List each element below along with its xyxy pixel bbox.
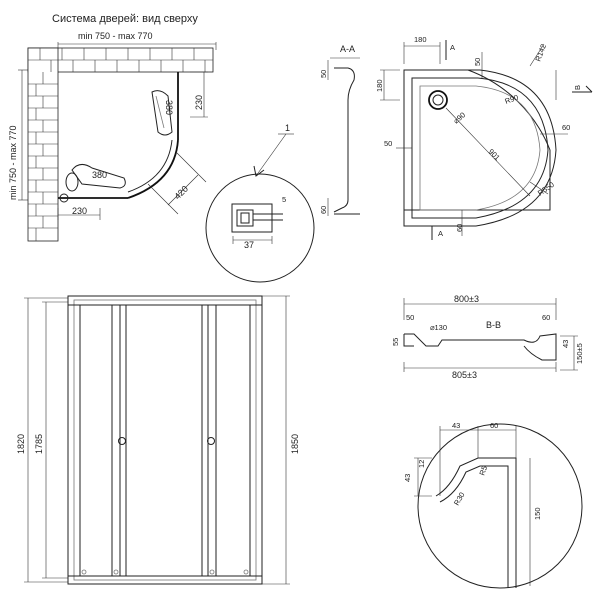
plan-depth-range: min 750 - max 770 xyxy=(8,125,18,200)
bb-dim-55: 55 xyxy=(391,338,400,346)
tray-dim-180: 180 xyxy=(414,35,427,44)
tray-mark-a-bottom: A xyxy=(438,229,443,238)
front-dim-1785: 1785 xyxy=(34,434,44,454)
tray-dim-60-right: 60 xyxy=(562,123,570,132)
tray-dim-50-left: 50 xyxy=(384,139,392,148)
detail-dim-60: 60 xyxy=(490,421,498,430)
dim-380-bottom: 380 xyxy=(92,170,107,180)
edge-detail: 43 60 12 43 R5 R30 150 xyxy=(403,421,583,589)
tray-mark-b: B xyxy=(573,85,582,90)
tray-dim-901: 901 xyxy=(487,147,502,162)
dim-420: 420 xyxy=(172,184,190,202)
tray-r550: R550 xyxy=(536,180,556,198)
aa-dim-60: 60 xyxy=(319,206,328,214)
front-frame xyxy=(67,295,263,585)
drain xyxy=(428,90,448,110)
tray-d90: ⌀90 xyxy=(452,110,468,125)
bb-dim-50: 50 xyxy=(406,313,414,322)
tray-mark-a-top: A xyxy=(450,43,455,52)
bb-label: B-B xyxy=(486,320,501,330)
bb-dim-43: 43 xyxy=(561,340,570,348)
bb-hole: ⌀130 xyxy=(430,323,447,332)
tray-dim-50-top: 50 xyxy=(473,58,482,66)
plan-width-range: min 750 - max 770 xyxy=(78,31,153,41)
front-dim-1820: 1820 xyxy=(16,434,26,454)
section-b-b: 800±3 B-B 50 60 ⌀130 55 43 150±5 805±3 xyxy=(391,294,584,380)
dim-230-top: 230 xyxy=(194,95,204,110)
brick-wall xyxy=(27,47,214,242)
detail-dim-37: 37 xyxy=(244,240,254,250)
detail-dim-12: 12 xyxy=(417,460,426,468)
detail-r30: R30 xyxy=(452,491,467,507)
profile-detail: 37 5 xyxy=(205,173,315,283)
dim-380-top: 380 xyxy=(164,100,174,115)
detail-r5: R5 xyxy=(477,465,489,477)
aa-dim-50: 50 xyxy=(319,70,328,78)
plan-title: Система дверей: вид сверху xyxy=(52,13,198,25)
bb-dim-150: 150±5 xyxy=(575,343,584,364)
front-handle-right xyxy=(207,437,215,445)
front-handle-left xyxy=(118,437,126,445)
detail-dim-150: 150 xyxy=(533,507,542,520)
detail-dim-43-left: 43 xyxy=(403,474,412,482)
tray-r142: R142 xyxy=(533,43,548,63)
front-view: 1820 1785 1850 xyxy=(16,295,300,585)
section-a-a: A-A 50 60 xyxy=(319,44,360,216)
tray-dim-60-bottom: 60 xyxy=(455,224,464,232)
bb-dim-60: 60 xyxy=(542,313,550,322)
door-handle-upper xyxy=(151,90,173,136)
door-arc xyxy=(127,139,179,199)
detail-dim-43-top: 43 xyxy=(452,421,460,430)
tray-dim-180-left: 180 xyxy=(375,79,384,92)
front-dim-1850: 1850 xyxy=(290,434,300,454)
dim-230-bottom: 230 xyxy=(72,206,87,216)
section-aa-label: A-A xyxy=(340,44,355,54)
plan-view: Система дверей: вид сверху min 750 - max… xyxy=(8,13,294,242)
tray-r90: R90 xyxy=(504,93,520,106)
detail-dim-5: 5 xyxy=(282,195,286,204)
callout-1: 1 xyxy=(285,123,290,133)
bb-bottom-dim: 805±3 xyxy=(452,370,477,380)
bb-top-dim: 800±3 xyxy=(454,294,479,304)
door-handle-lower xyxy=(59,164,126,203)
tray-plan: 901 R90 ⌀90 180 A A 50 R142 B 180 50 60 xyxy=(375,35,593,240)
